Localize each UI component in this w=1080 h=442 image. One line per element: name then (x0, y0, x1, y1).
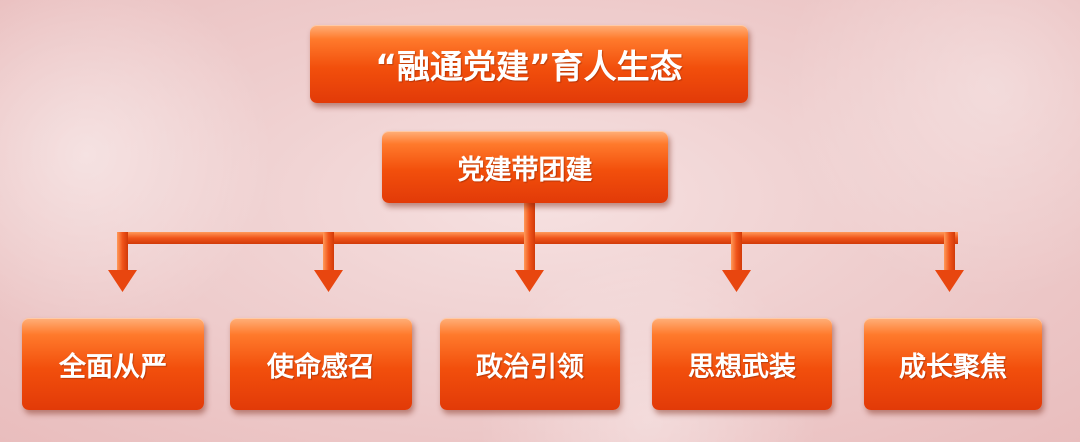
branch-label: 成长聚焦 (899, 351, 1007, 383)
arrow-4 (722, 232, 751, 292)
branch-node-5: 成长聚焦 (864, 318, 1042, 410)
branch-node-3: 政治引领 (440, 318, 620, 410)
arrow-3 (515, 232, 544, 292)
horizontal-bar (118, 232, 958, 244)
center-stem (524, 203, 535, 235)
arrow-2 (314, 232, 343, 292)
branch-label: 使命感召 (267, 351, 375, 383)
center-node-label: 党建带团建 (457, 154, 593, 186)
center-node-box: 党建带团建 (382, 131, 668, 203)
branch-label: 政治引领 (476, 351, 584, 383)
branch-label: 全面从严 (59, 351, 167, 383)
diagram-title-box: “融通党建”育人生态 (310, 25, 748, 103)
branch-label: 思想武装 (688, 351, 796, 383)
arrow-1 (108, 232, 137, 292)
branch-node-2: 使命感召 (230, 318, 412, 410)
diagram-title: “融通党建”育人生态 (375, 47, 683, 86)
arrow-5 (935, 232, 964, 292)
branch-node-4: 思想武装 (652, 318, 832, 410)
branch-node-1: 全面从严 (22, 318, 204, 410)
